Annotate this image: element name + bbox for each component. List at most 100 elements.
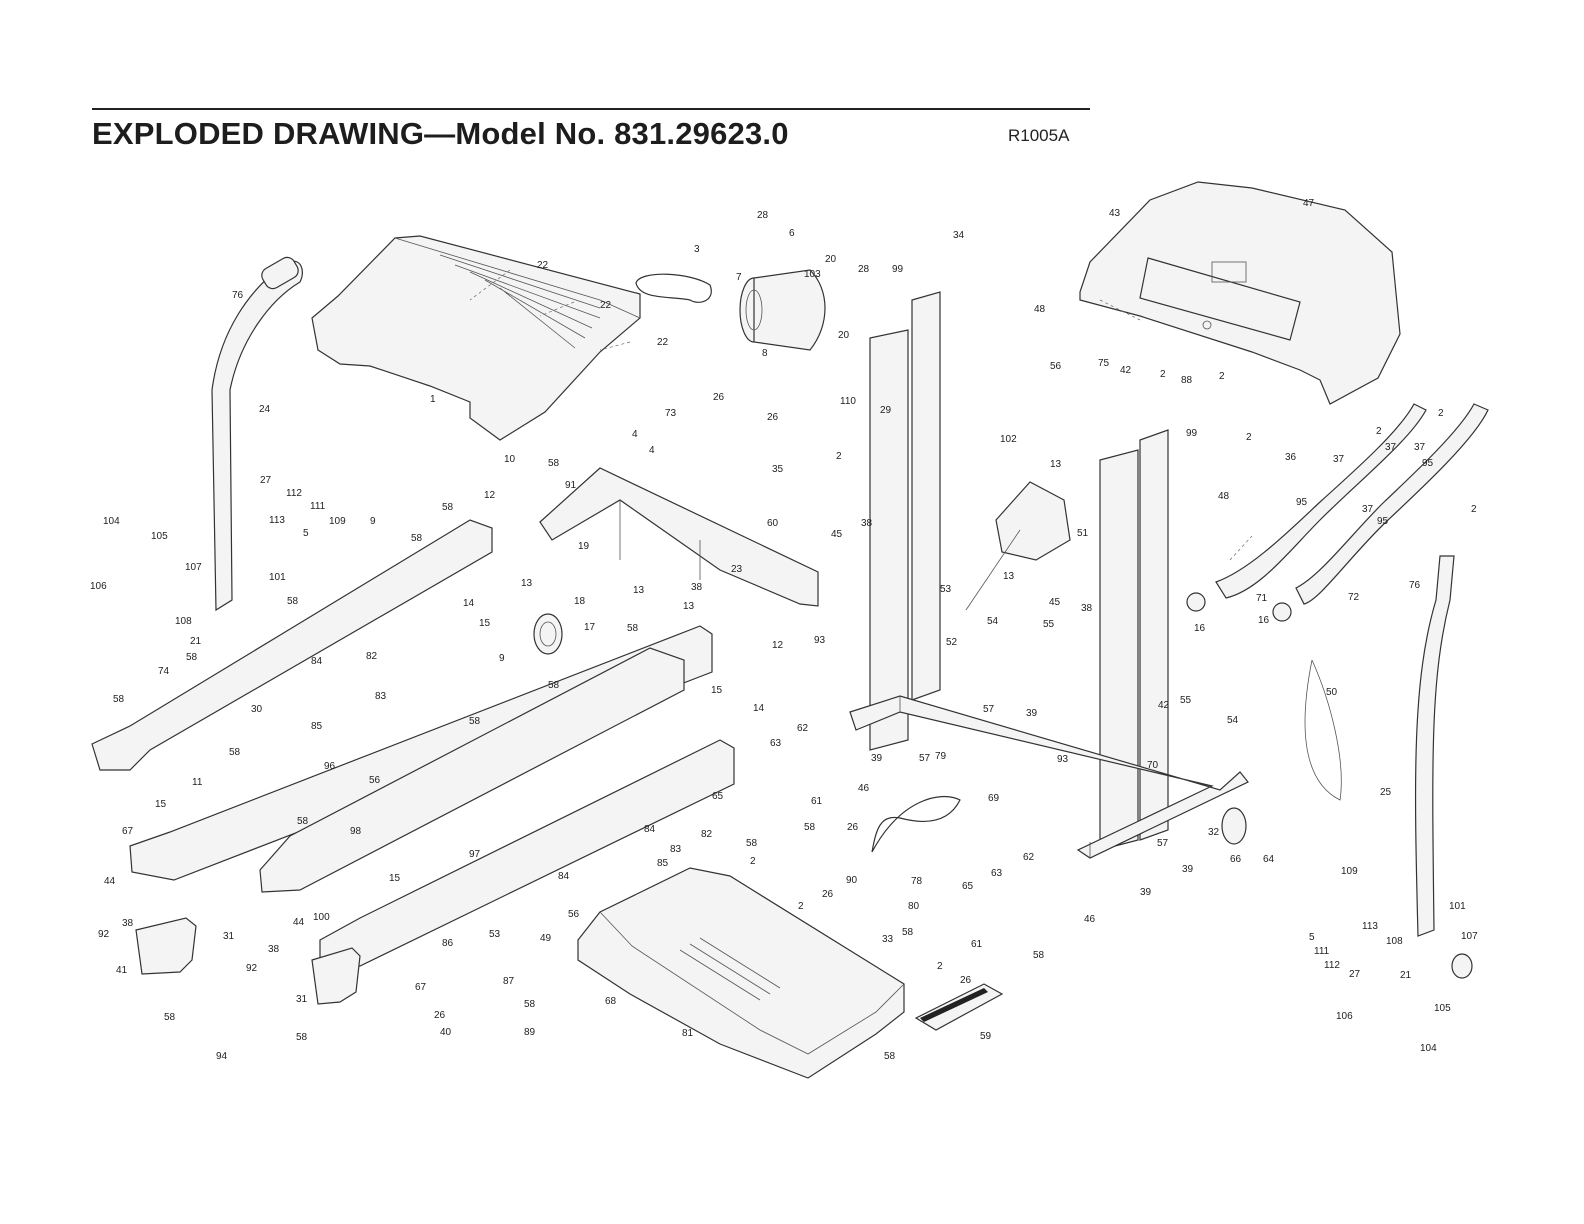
elevation-frame <box>914 983 1004 1031</box>
part-callout: 5 <box>303 528 309 539</box>
part-callout: 102 <box>1000 434 1017 445</box>
part-callout: 30 <box>251 704 263 715</box>
part-callout: 3 <box>694 244 700 255</box>
part-callout: 13 <box>1003 571 1015 582</box>
part-callout: 58 <box>164 1012 176 1023</box>
part-callout: 95 <box>1377 516 1389 527</box>
part-callout: 41 <box>116 965 128 976</box>
part-callout: 63 <box>770 738 782 749</box>
part-callout: 17 <box>584 622 596 633</box>
part-callout: 95 <box>1296 497 1308 508</box>
part-callout: 21 <box>1400 970 1412 981</box>
part-callout: 113 <box>1362 921 1378 932</box>
part-callout: 58 <box>627 623 639 634</box>
part-callout: 106 <box>90 581 107 592</box>
rear-roller <box>533 613 563 655</box>
part-callout: 85 <box>657 858 669 869</box>
left-rail <box>91 519 713 881</box>
part-callout: 39 <box>871 753 883 764</box>
part-callout: 49 <box>540 933 552 944</box>
part-callout: 96 <box>324 761 336 772</box>
part-callout: 84 <box>558 871 570 882</box>
part-callout: 104 <box>103 516 120 527</box>
right-rail <box>259 647 735 967</box>
part-callout: 112 <box>286 488 302 499</box>
part-callout: 64 <box>1263 854 1275 865</box>
part-callout: 85 <box>311 721 323 732</box>
part-callout: 58 <box>297 816 309 827</box>
part-callout: 58 <box>804 822 816 833</box>
part-callout: 65 <box>962 881 974 892</box>
part-callout: 62 <box>797 723 809 734</box>
part-callout: 50 <box>1326 687 1338 698</box>
part-callout: 23 <box>731 564 743 575</box>
part-callout: 95 <box>1422 458 1434 469</box>
part-callout: 110 <box>840 396 856 407</box>
part-callout: 22 <box>600 300 612 311</box>
part-callout: 11 <box>192 777 203 788</box>
part-callout: 59 <box>980 1031 992 1042</box>
part-callout: 69 <box>988 793 1000 804</box>
part-callout: 88 <box>1181 375 1193 386</box>
part-callout: 112 <box>1324 960 1340 971</box>
part-callout: 19 <box>578 541 590 552</box>
part-callout: 1 <box>430 394 436 405</box>
part-callout: 54 <box>1227 715 1239 726</box>
part-callout: 94 <box>216 1051 228 1062</box>
part-callout: 2 <box>1246 432 1252 443</box>
part-callout: 40 <box>440 1027 452 1038</box>
part-callout: 67 <box>415 982 427 993</box>
part-callout: 58 <box>884 1051 896 1062</box>
part-callout: 107 <box>1461 931 1478 942</box>
part-callout: 37 <box>1362 504 1374 515</box>
part-callout: 58 <box>296 1032 308 1043</box>
part-callout: 13 <box>633 585 645 596</box>
part-callout: 58 <box>1033 950 1045 961</box>
part-callout: 27 <box>260 475 272 486</box>
part-callout: 39 <box>1140 887 1152 898</box>
part-callout: 38 <box>691 582 703 593</box>
part-callout: 100 <box>313 912 330 923</box>
part-callout: 71 <box>1256 593 1268 604</box>
part-callout: 26 <box>767 412 779 423</box>
part-callout: 93 <box>1057 754 1069 765</box>
part-callout: 26 <box>713 392 725 403</box>
part-callout: 26 <box>822 889 834 900</box>
part-callout: 92 <box>98 929 110 940</box>
part-callout: 58 <box>524 999 536 1010</box>
part-callout: 48 <box>1034 304 1046 315</box>
part-callout: 45 <box>1049 597 1061 608</box>
part-callout: 55 <box>1180 695 1192 706</box>
part-callout: 98 <box>350 826 362 837</box>
part-callout: 63 <box>991 868 1003 879</box>
part-callout: 15 <box>389 873 401 884</box>
part-callout: 24 <box>259 404 271 415</box>
part-callout: 76 <box>1409 580 1421 591</box>
part-callout: 58 <box>229 747 241 758</box>
upright-covers <box>1186 403 1489 622</box>
part-callout: 80 <box>908 901 920 912</box>
part-callout: 38 <box>1081 603 1093 614</box>
part-callout: 31 <box>223 931 235 942</box>
part-callout: 15 <box>155 799 167 810</box>
part-callout: 111 <box>310 501 326 512</box>
part-callout: 33 <box>882 934 894 945</box>
part-callout: 58 <box>442 502 454 513</box>
part-callout: 27 <box>1349 969 1361 980</box>
part-callout: 79 <box>935 751 947 762</box>
part-callout: 42 <box>1120 365 1132 376</box>
part-callout: 16 <box>1258 615 1270 626</box>
part-callout: 84 <box>644 824 656 835</box>
part-callout: 28 <box>858 264 870 275</box>
wheels <box>1221 807 1473 979</box>
right-handrail <box>1304 555 1455 937</box>
part-callout: 108 <box>175 616 192 627</box>
part-callout: 108 <box>1386 936 1403 947</box>
part-callout: 38 <box>861 518 873 529</box>
part-callout: 14 <box>463 598 475 609</box>
part-callout: 83 <box>670 844 682 855</box>
part-callout: 78 <box>911 876 923 887</box>
part-callout: 16 <box>1194 623 1206 634</box>
part-callout: 22 <box>537 260 549 271</box>
part-callout: 57 <box>919 753 931 764</box>
